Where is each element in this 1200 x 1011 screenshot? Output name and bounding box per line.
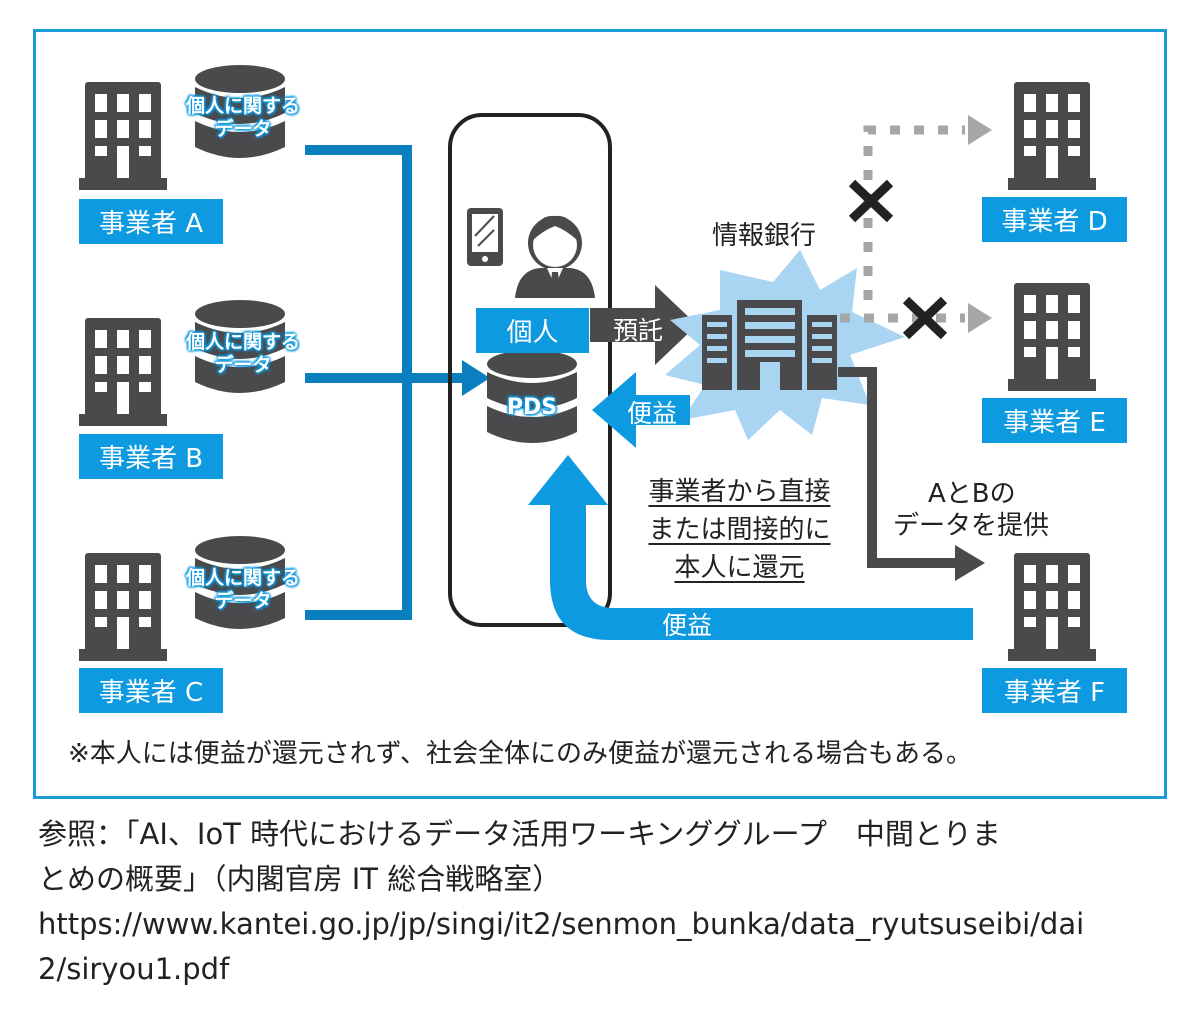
building-icon-e bbox=[1008, 283, 1096, 391]
diagram-frame bbox=[33, 29, 1167, 799]
smartphone-icon bbox=[467, 208, 503, 266]
db-label-c-line2: データ bbox=[214, 590, 272, 612]
data-flow-lines bbox=[305, 145, 470, 620]
building-icon-b bbox=[79, 318, 167, 426]
benefit-arrow-small bbox=[592, 372, 690, 448]
db-label-b-line2: データ bbox=[214, 354, 272, 376]
entrust-arrow bbox=[590, 285, 697, 365]
company-label-a: 事業者 A bbox=[79, 199, 223, 244]
provide-data-label-line1: AとBの bbox=[928, 479, 1016, 509]
reference-url-line1[interactable]: https://www.kantei.go.jp/jp/singi/it2/se… bbox=[38, 907, 1085, 941]
reference-line1: 参照：「AI、IoT 時代におけるデータ活用ワーキンググループ 中間とりま bbox=[38, 817, 1001, 851]
pds-label: PDS bbox=[506, 395, 558, 420]
company-label-c: 事業者 C bbox=[79, 668, 223, 713]
building-icon-c bbox=[79, 553, 167, 661]
reference-line2: とめの概要」（内閣官房 IT 総合戦略室） bbox=[38, 862, 562, 896]
dotted-arrow-head-e bbox=[968, 303, 992, 333]
company-label-e: 事業者 E bbox=[982, 398, 1127, 443]
return-note-line2: または間接的に bbox=[648, 515, 831, 545]
blocked-x-icon-d bbox=[848, 179, 894, 223]
footnote: ※本人には便益が還元されず、社会全体にのみ便益が還元される場合もある。 bbox=[68, 739, 972, 769]
benefit-arrow-big bbox=[528, 455, 973, 640]
dotted-arrow-head-d bbox=[968, 115, 992, 145]
db-label-c-line1: 個人に関する bbox=[185, 567, 300, 589]
blocked-path-dotted bbox=[840, 125, 965, 323]
return-note-line1: 事業者から直接 bbox=[648, 477, 831, 507]
building-icon-d bbox=[1008, 82, 1096, 190]
company-label-b: 事業者 B bbox=[79, 434, 223, 479]
info-bank-title: 情報銀行 bbox=[712, 221, 817, 251]
benefit-big-label: 便益 bbox=[662, 611, 713, 640]
provide-data-line bbox=[838, 367, 960, 568]
reference-url-line2[interactable]: 2/siryou1.pdf bbox=[38, 952, 230, 986]
provide-data-label-line2: データを提供 bbox=[893, 511, 1050, 541]
individual-box bbox=[448, 113, 612, 627]
return-note: 事業者から直接 または間接的に 本人に還元 bbox=[637, 473, 842, 587]
individual-label: 個人 bbox=[476, 308, 589, 353]
return-note-line3: 本人に還元 bbox=[674, 553, 805, 583]
db-label-c: 個人に関する データ bbox=[168, 567, 318, 613]
company-label-f: 事業者 F bbox=[982, 668, 1127, 713]
provide-data-arrow-head bbox=[955, 545, 985, 581]
person-icon bbox=[515, 215, 595, 298]
db-label-a-line1: 個人に関する bbox=[185, 95, 300, 117]
company-label-d: 事業者 D bbox=[982, 197, 1127, 242]
entrust-label: 預託 bbox=[613, 316, 664, 345]
arrow-head-to-pds bbox=[462, 360, 490, 396]
db-label-a: 個人に関する データ bbox=[168, 95, 318, 141]
benefit-small-label: 便益 bbox=[627, 399, 678, 428]
info-bank-building-icon bbox=[702, 300, 837, 390]
building-icon-a bbox=[79, 82, 167, 190]
db-label-b-line1: 個人に関する bbox=[185, 331, 300, 353]
db-label-a-line2: データ bbox=[214, 118, 272, 140]
db-label-b: 個人に関する データ bbox=[168, 331, 318, 377]
reference-block: 参照：「AI、IoT 時代におけるデータ活用ワーキンググループ 中間とりま とめ… bbox=[38, 812, 1178, 992]
blocked-x-icon-e bbox=[902, 296, 948, 340]
building-icon-f bbox=[1008, 553, 1096, 661]
